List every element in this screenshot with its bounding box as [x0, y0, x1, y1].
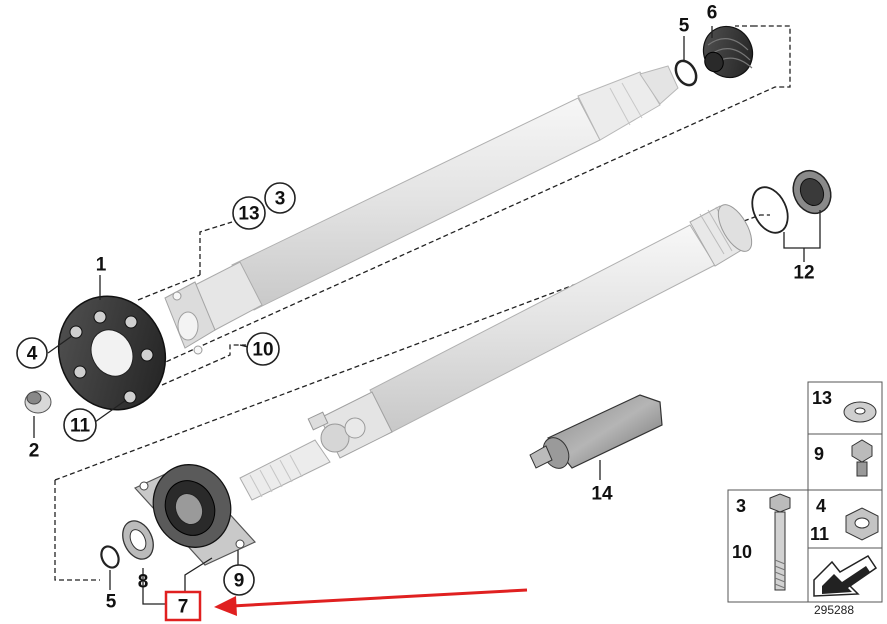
callout-1: 1 [96, 255, 107, 276]
flange-bolt-icon [851, 439, 873, 477]
leader-lines [33, 26, 821, 605]
callout-7: 7 [178, 597, 189, 618]
callout-4: 4 [27, 344, 38, 365]
propshaft-rear-icon [239, 204, 753, 501]
boot-icon [702, 25, 754, 79]
callout-10: 10 [252, 340, 273, 361]
diagram-id: 295288 [814, 603, 854, 617]
grease-tube-icon [529, 394, 663, 469]
seal-ring-icon [674, 59, 698, 87]
callout-3: 3 [275, 189, 286, 210]
arrow-icon [214, 588, 528, 616]
legend-13: 13 [812, 388, 832, 408]
callout-circle-4 [16, 337, 48, 369]
callout-14: 14 [591, 484, 613, 505]
assembly-guide-lines [54, 25, 791, 581]
callout-circle-11 [63, 408, 97, 442]
legend-4: 4 [816, 496, 826, 516]
legend-11: 11 [810, 524, 829, 544]
callout-9: 9 [234, 571, 245, 592]
callout-circle-9 [223, 564, 255, 596]
propshaft-front-icon [164, 65, 679, 355]
legend-3: 3 [736, 496, 746, 516]
bolt-icon [769, 493, 791, 591]
callout-circle-10 [246, 332, 280, 366]
washer-icon [843, 401, 877, 423]
seal-set-icon [751, 169, 832, 234]
legend-9: 9 [814, 444, 824, 464]
bearing-ring-icon [122, 520, 154, 560]
legend-10: 10 [732, 542, 752, 562]
highlight-box-7 [164, 590, 202, 622]
direction-arrow-icon [813, 555, 878, 597]
bushing-icon [24, 390, 52, 414]
callout-6: 6 [707, 3, 718, 24]
hardware-legend: 13 9 3 10 4 11 [727, 381, 883, 603]
callout-8: 8 [138, 572, 149, 593]
callout-circle-3 [264, 182, 296, 214]
callout-11: 11 [70, 416, 91, 437]
callout-2: 2 [29, 441, 40, 462]
circlip-icon [100, 545, 120, 569]
callout-5-bottom: 5 [106, 592, 117, 613]
center-bearing-icon [134, 464, 256, 566]
callout-12: 12 [793, 263, 814, 284]
callouts: 1 4 2 11 13 3 10 5 6 12 14 5 8 9 7 [16, 3, 815, 622]
nut-icon [845, 507, 879, 541]
callout-circle-13 [232, 196, 266, 230]
flex-disc-icon [57, 295, 167, 411]
callout-5-top: 5 [679, 16, 690, 37]
callout-13: 13 [238, 204, 259, 225]
